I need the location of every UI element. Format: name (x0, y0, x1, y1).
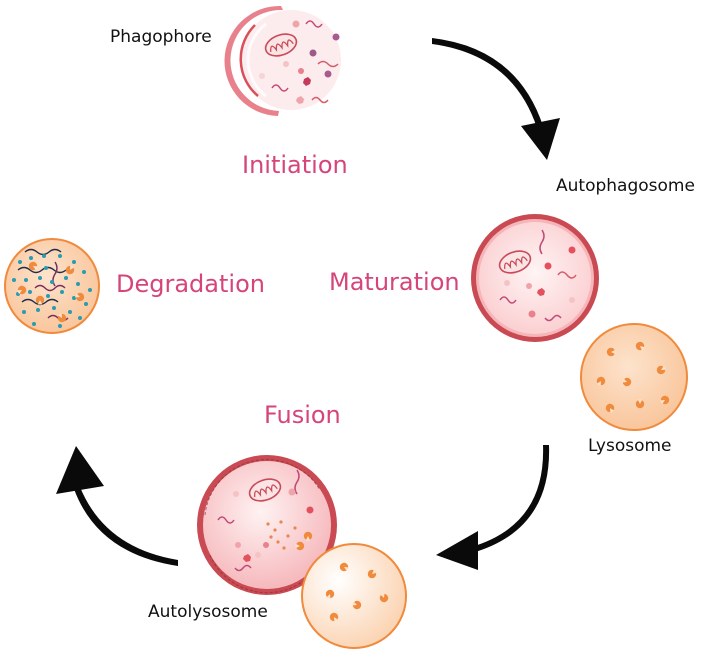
autolysosome-label: Autolysosome (148, 602, 268, 622)
phagophore-label: Phagophore (110, 27, 212, 47)
fusion-label: Fusion (264, 401, 341, 429)
autolysosome-structure (197, 455, 407, 649)
maturation-label: Maturation (329, 268, 460, 296)
arrow-fusion-to-degradation-icon (56, 446, 178, 566)
autophagosome-label: Autophagosome (556, 176, 695, 196)
initiation-label: Initiation (242, 151, 348, 179)
degraded-vesicle-structure (4, 238, 100, 334)
lysosome-structure (580, 323, 688, 431)
lysosome-label: Lysosome (588, 436, 672, 456)
degradation-label: Degradation (116, 270, 265, 298)
phagophore-structure (224, 5, 341, 116)
autophagosome-structure (471, 214, 599, 342)
arrow-lysosome-to-fusion-icon (436, 445, 550, 570)
arrow-initiation-to-maturation-icon (432, 38, 560, 160)
